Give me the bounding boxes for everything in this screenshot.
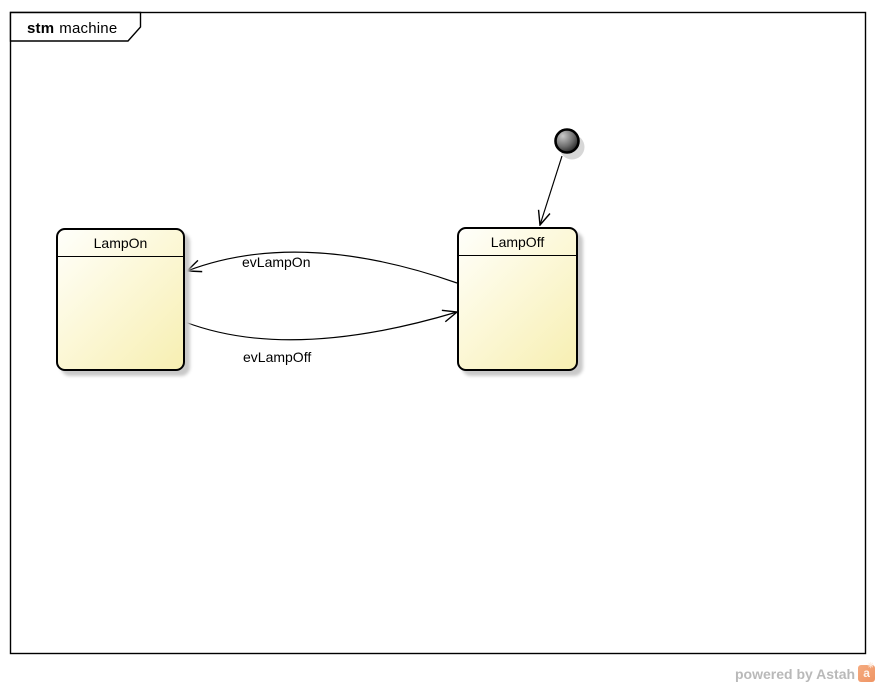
transition-evlampoff-path bbox=[184, 312, 457, 341]
initial-pseudostate-node bbox=[554, 128, 580, 154]
astah-logo-icon: a ✳ bbox=[858, 661, 876, 682]
astah-logo-letter: a bbox=[863, 666, 870, 680]
state-lampoff: LampOff bbox=[457, 227, 578, 371]
footer-credit: powered by Astah a ✳ bbox=[735, 661, 876, 682]
state-lampon-title: LampOn bbox=[58, 230, 183, 257]
transition-label-evlampon: evLampOn bbox=[242, 254, 311, 270]
diagram-frame-border bbox=[9, 11, 867, 655]
state-lampon: LampOn bbox=[56, 228, 185, 371]
frame-keyword: stm bbox=[27, 20, 55, 37]
transition-evlampon-path bbox=[187, 251, 458, 284]
transition-label-evlampoff: evLampOff bbox=[243, 349, 312, 365]
state-lampoff-title: LampOff bbox=[459, 229, 576, 256]
frame-name-tab bbox=[9, 11, 142, 42]
powered-by-text: powered by Astah bbox=[735, 665, 856, 682]
frame-name: machine bbox=[59, 20, 118, 37]
transition-initial-to-lampoff-path bbox=[540, 155, 563, 225]
astah-logo-spark-icon: ✳ bbox=[867, 661, 875, 670]
